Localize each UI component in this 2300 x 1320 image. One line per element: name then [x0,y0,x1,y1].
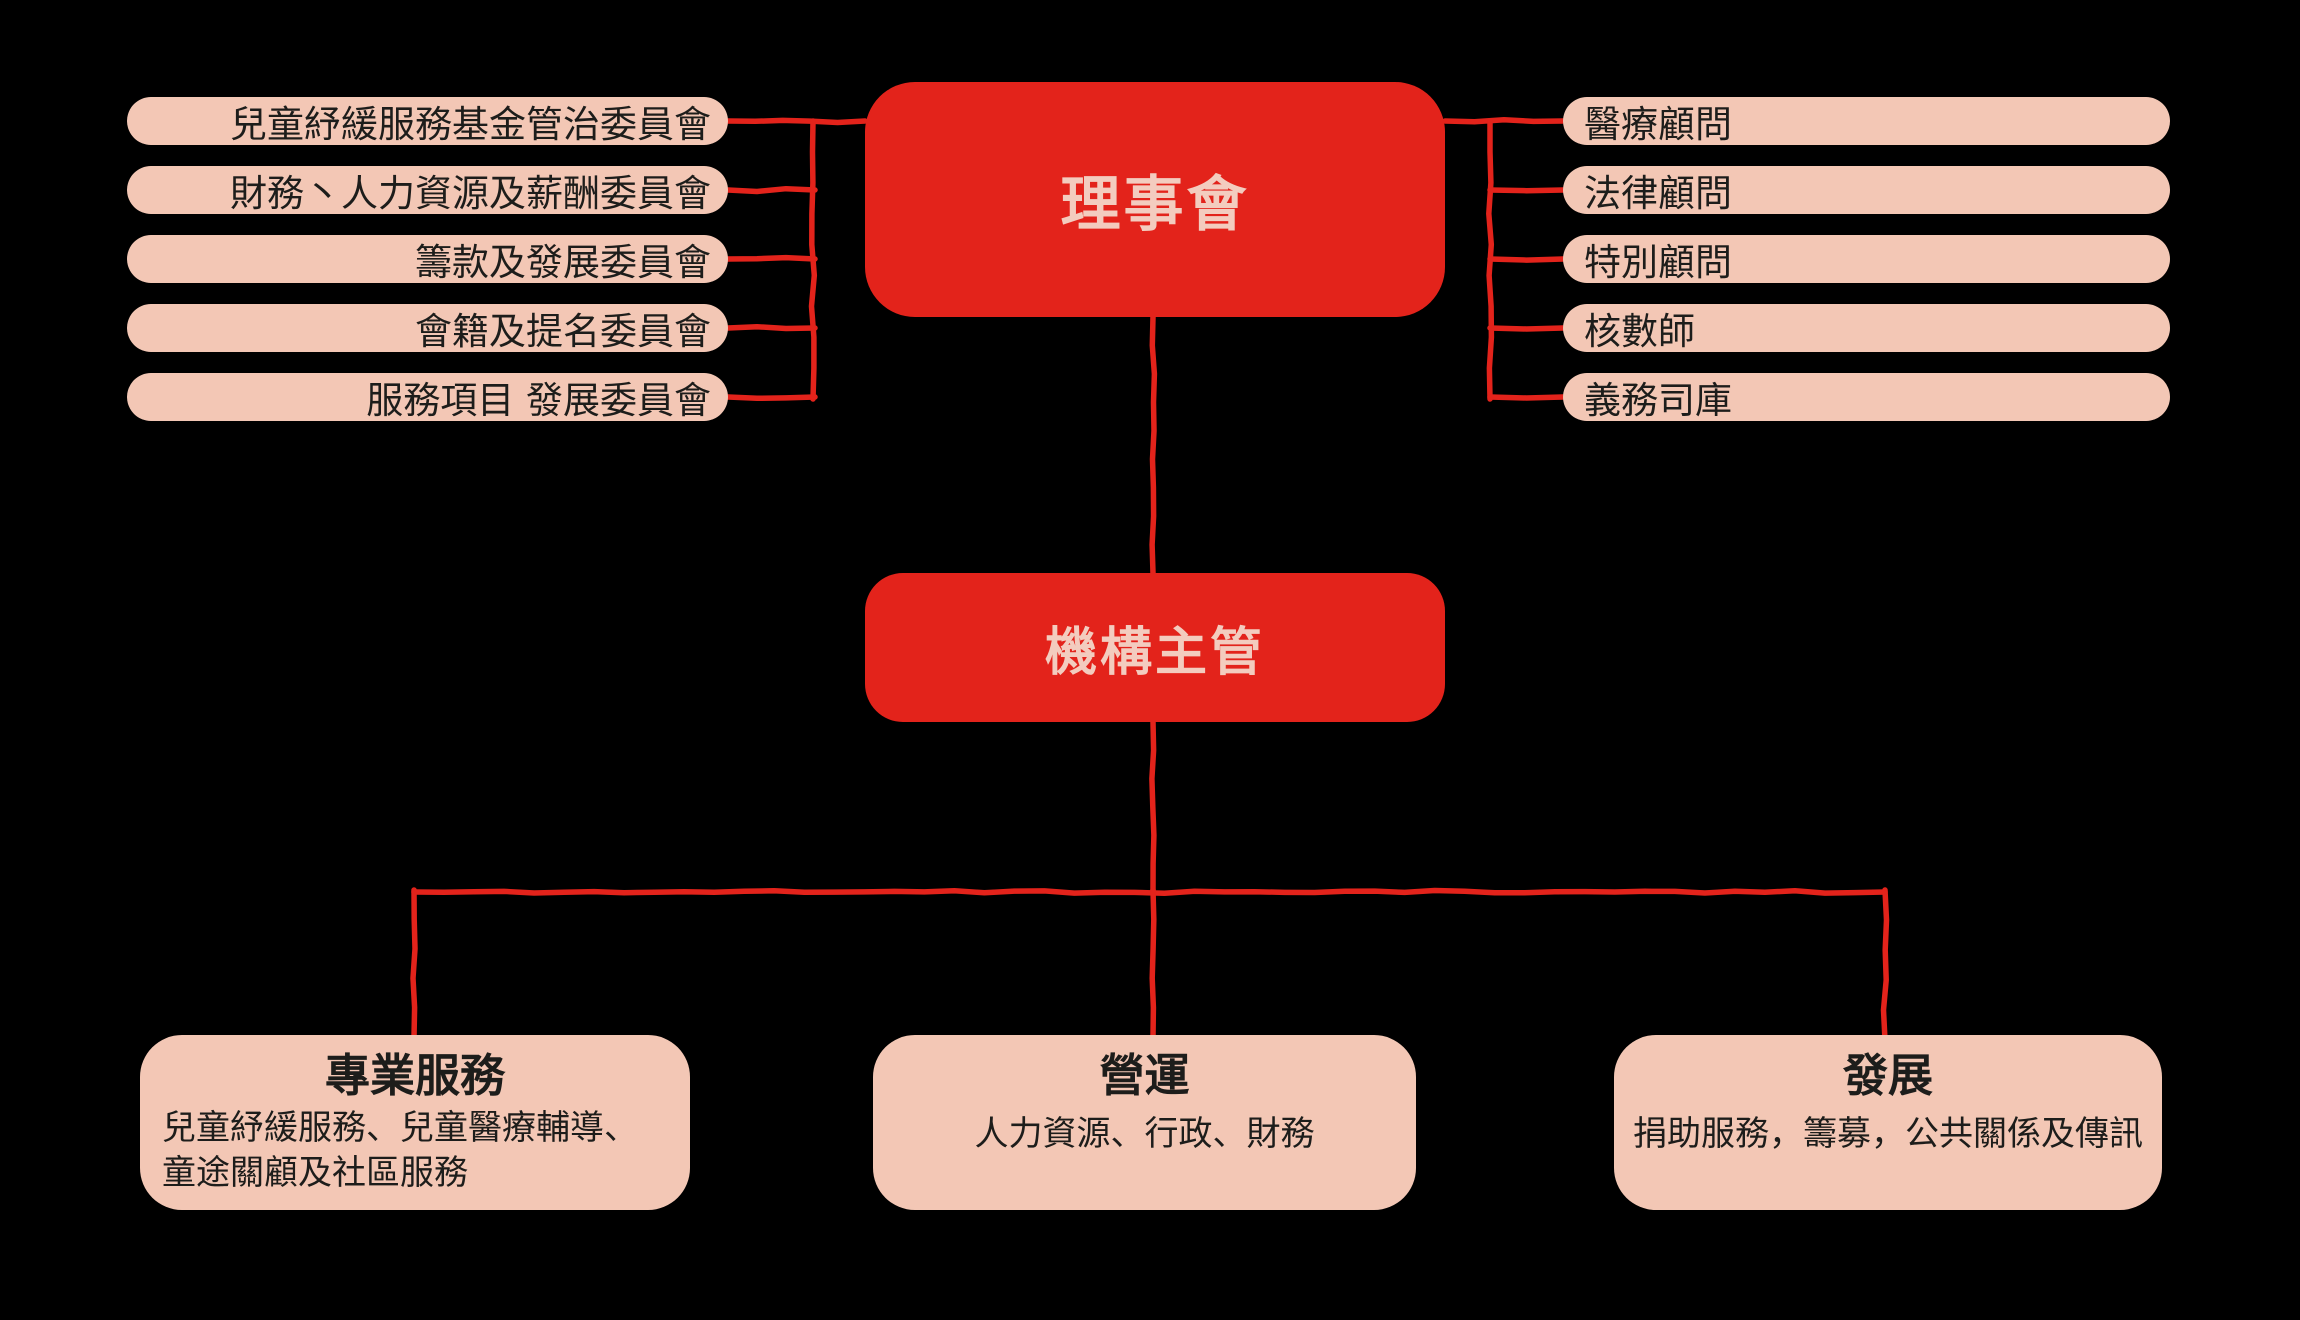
connector-line [1487,256,1566,263]
connector-line [410,887,418,1040]
department-box-professional-services: 專業服務 兒童紓緩服務、兒童醫療輔導、 童途關顧及社區服務 [140,1035,690,1210]
connector-line [725,185,818,195]
committee-label: 服務項目 發展委員會 [366,379,711,422]
department-body: 人力資源、行政、財務 [974,1114,1315,1154]
advisor-label: 醫療顧問 [1584,103,1732,146]
committee-item: 財務丶人力資源及薪酬委員會 [127,166,728,215]
connector-line [1487,187,1566,194]
committee-label: 兒童紓緩服務基金管治委員會 [230,103,711,146]
connector-line [1149,314,1158,576]
advisor-item: 核數師 [1563,304,2170,353]
connector-line [1149,719,1157,895]
department-body: 兒童紓緩服務、兒童醫療輔導、 童途關顧及社區服務 [140,1106,690,1196]
advisor-label: 核數師 [1584,310,1695,353]
department-body: 捐助服務，籌募，公共關係及傳訊 [1633,1114,2143,1154]
department-title: 營運 [1099,1049,1190,1102]
board-box: 理事會 [865,82,1445,317]
advisor-item: 義務司庫 [1563,373,2170,422]
department-body-line: 兒童紓緩服務、兒童醫療輔導、 [162,1108,638,1148]
connector-line [725,117,868,126]
advisor-item: 法律顧問 [1563,166,2170,215]
connector-line [725,254,818,262]
committee-item: 籌款及發展委員會 [127,235,728,284]
department-body-line: 童途關顧及社區服務 [162,1153,468,1193]
committee-item: 服務項目 發展委員會 [127,373,728,422]
advisor-item: 特別顧問 [1563,235,2170,284]
advisor-label: 特別顧問 [1584,241,1732,284]
committee-item: 兒童紓緩服務基金管治委員會 [127,97,728,146]
connector-line [725,394,818,402]
connector-line [1149,887,1157,1040]
connector-line [1487,394,1566,401]
connector-line [1880,887,1890,1043]
advisor-item: 醫療顧問 [1563,97,2170,146]
department-box-operations: 營運 人力資源、行政、財務 [873,1035,1416,1210]
committee-item: 會籍及提名委員會 [127,304,728,353]
department-box-development: 發展 捐助服務，籌募，公共關係及傳訊 [1614,1035,2162,1210]
advisor-label: 義務司庫 [1584,379,1732,422]
connector-line [1442,116,1566,125]
advisor-label: 法律顧問 [1584,172,1732,215]
connector-line [411,887,1888,897]
connector-line [725,323,818,332]
committee-label: 財務丶人力資源及薪酬委員會 [230,172,711,215]
head-box: 機構主管 [865,573,1445,722]
committee-label: 會籍及提名委員會 [415,310,711,353]
head-label: 機構主管 [1044,623,1265,683]
committee-label: 籌款及發展委員會 [415,241,711,284]
board-label: 理事會 [1060,170,1250,240]
department-title: 專業服務 [324,1049,505,1102]
connector-line [1487,325,1566,332]
department-title: 發展 [1842,1049,1933,1102]
